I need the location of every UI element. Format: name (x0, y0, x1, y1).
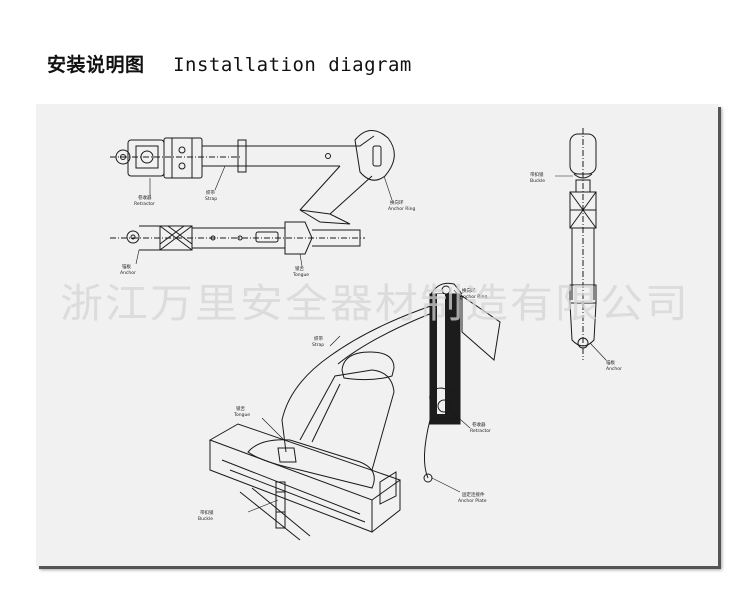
label-strap-seat-cn: 织带 (314, 335, 323, 342)
company-watermark: 浙江万里安全器材制造有限公司 (60, 281, 690, 327)
label-buckle-seat-cn: 带扣锁 (200, 509, 214, 516)
label-strap-top-en: Strap (205, 196, 217, 202)
label-anchor-ring-seat-en: Anchor Ring (460, 294, 488, 300)
leader-lines (135, 165, 607, 513)
page-title: 安装说明图 Installation diagram (47, 50, 412, 77)
label-retractor-top-cn: 卷收器 (138, 194, 152, 201)
diagram-labels: 卷收器 Retractor 织带 Strap 换向环 Anchor Ring 锚… (120, 171, 622, 522)
lower-strap-assembly (110, 221, 365, 255)
title-chinese: 安装说明图 (47, 54, 145, 76)
title-english: Installation diagram (173, 54, 412, 76)
label-anchor-ring-seat-cn: 换向环 (462, 287, 476, 294)
label-retractor-seat-cn: 卷收器 (472, 421, 486, 428)
label-anchor-left-en: Anchor (120, 270, 136, 276)
label-tongue-seat-cn: 锁舌 (236, 405, 245, 412)
label-anchor-plate-seat-en: Anchor Plate (458, 498, 487, 504)
upper-strap (202, 135, 375, 173)
seat-illustration (208, 282, 501, 541)
label-anchor-plate-seat-cn: 固定连接件 (462, 491, 485, 498)
label-anchor-right-cn: 锚板 (606, 359, 615, 366)
label-strap-top-cn: 织带 (206, 189, 215, 196)
label-anchor-ring-top-en: Anchor Ring (388, 206, 416, 212)
label-anchor-left-cn: 锚板 (122, 263, 131, 270)
anchor-ring-top (354, 130, 395, 181)
label-anchor-ring-top-cn: 换向环 (390, 199, 404, 206)
label-retractor-seat-en: Retractor (470, 428, 491, 434)
label-buckle-right-en: Buckle (530, 178, 545, 184)
retractor-assembly (110, 137, 240, 179)
label-buckle-seat-en: Buckle (198, 516, 213, 522)
diagonal-strap (299, 165, 373, 215)
label-tongue-top-cn: 锁舌 (295, 265, 304, 272)
label-retractor-top-en: Retractor (134, 201, 155, 207)
label-strap-seat-en: Strap (312, 342, 324, 348)
label-tongue-top-en: Tongue (292, 272, 309, 278)
label-anchor-right-en: Anchor (606, 366, 622, 372)
label-buckle-right-cn: 带扣锁 (530, 171, 544, 178)
buckle-assembly (569, 128, 597, 360)
diagram-frame (36, 104, 718, 566)
label-tongue-seat-en: Tongue (233, 412, 250, 418)
